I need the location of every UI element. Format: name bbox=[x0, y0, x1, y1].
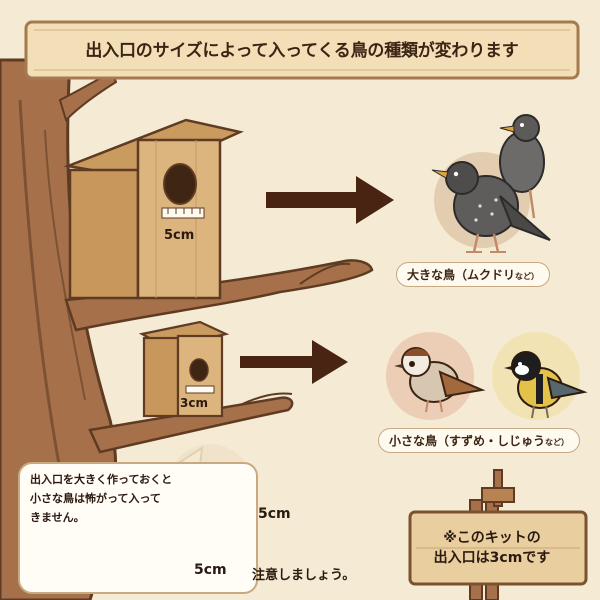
large-bird-label-suffix: など） bbox=[515, 272, 540, 281]
small-bird-label: 小さな鳥（すずめ・しじゅうなど） bbox=[378, 428, 581, 453]
tree-twig bbox=[299, 262, 351, 285]
tree-branch bbox=[58, 70, 118, 122]
arrow-right-icon bbox=[240, 340, 348, 384]
large-bird-label-text: 大きな鳥（ムクドリ bbox=[407, 268, 516, 282]
ruler bbox=[185, 385, 215, 394]
small-hole-size-label: 3cm bbox=[180, 396, 208, 410]
tree-trunk-shade bbox=[44, 129, 86, 401]
tree-twig bbox=[239, 392, 293, 406]
banner-plank bbox=[24, 20, 580, 80]
page-title: 出入口のサイズによって入ってくる鳥の種類が変わります bbox=[85, 41, 519, 61]
starling-bird-icon bbox=[499, 114, 545, 219]
small-entrance-hole bbox=[189, 358, 209, 382]
large-hole-size-label: 5cm bbox=[164, 228, 195, 243]
kit-note-line-1: ※このキットの bbox=[443, 530, 541, 546]
warning-bubble bbox=[18, 462, 258, 594]
small-bird-label-suffix: など） bbox=[545, 438, 570, 447]
tree-trunk-shade bbox=[18, 99, 62, 471]
large-entrance-hole bbox=[163, 163, 197, 205]
warning-line-1: 出入口を大きく作っておくと bbox=[30, 473, 173, 486]
sparrow-bird-icon bbox=[394, 347, 486, 413]
wooden-sign bbox=[408, 469, 588, 600]
hole-width-label: 5cm bbox=[194, 562, 227, 578]
ruler bbox=[161, 207, 205, 219]
warning-line-3: きません。 bbox=[30, 511, 85, 524]
hole-height-label: 5cm bbox=[258, 506, 291, 522]
large-bird-label: 大きな鳥（ムクドリなど） bbox=[396, 262, 551, 287]
warning-text: 出入口を大きく作っておくと 小さな鳥は怖がって入って きません。 bbox=[30, 470, 248, 527]
small-bird-label-text: 小さな鳥（すずめ・しじゅう bbox=[389, 434, 546, 448]
warning-line-2: 小さな鳥は怖がって入って bbox=[30, 492, 161, 505]
arrow-right-icon bbox=[266, 176, 394, 224]
small-birdhouse bbox=[138, 320, 230, 418]
kit-note-line-2: 出入口は3cmです bbox=[433, 550, 551, 566]
starling-bird-icon bbox=[431, 161, 551, 253]
kit-note: ※このキットの 出入口は3cmです bbox=[418, 528, 566, 568]
caution-text: 注意しましょう。 bbox=[252, 568, 356, 583]
large-birdhouse bbox=[63, 118, 244, 300]
great-tit-bird-icon bbox=[504, 351, 588, 419]
